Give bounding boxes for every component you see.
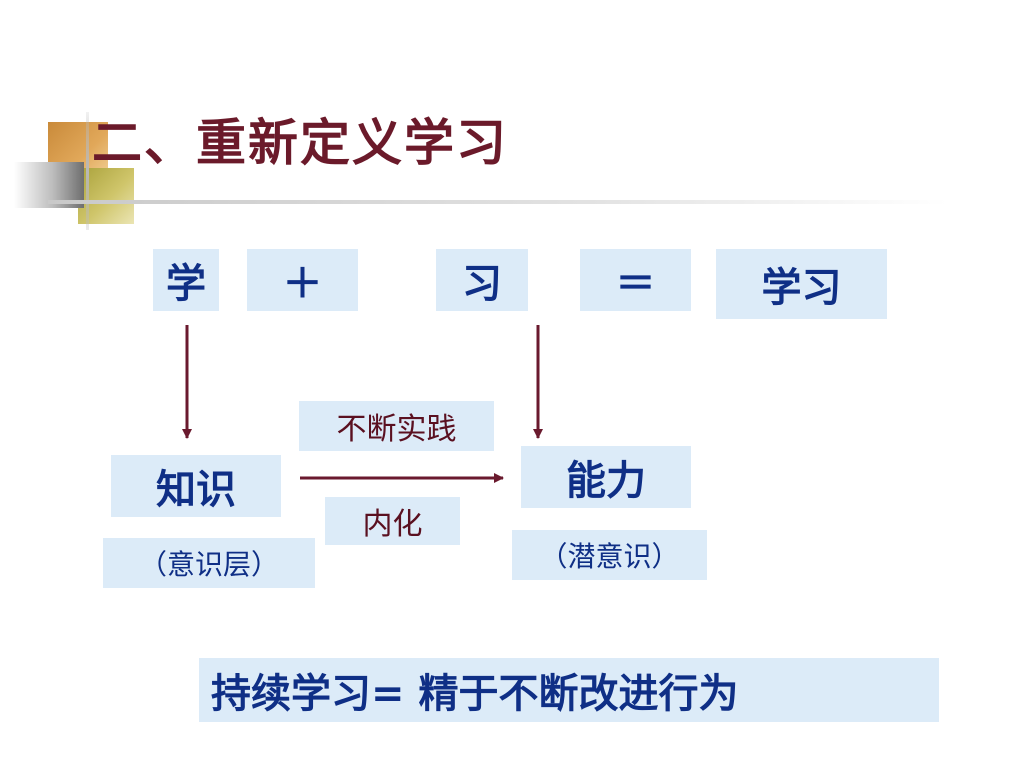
label-practice: 不断实践: [299, 401, 494, 451]
box-xue: 学: [153, 249, 219, 311]
note-subconscious: （潜意识）: [512, 530, 707, 580]
bottom-statement: 持续学习= 精于不断改进行为: [199, 658, 939, 722]
slide-title: 二、重新定义学习: [92, 113, 508, 172]
box-xi: 习: [436, 249, 528, 311]
box-xuexi-result: 学习: [716, 249, 887, 319]
note-conscious: （意识层）: [103, 538, 315, 588]
title-underline: [48, 200, 948, 204]
box-ability: 能力: [521, 446, 691, 508]
box-knowledge: 知识: [111, 455, 281, 517]
box-equals: ＝: [580, 249, 691, 311]
label-internalize: 内化: [325, 497, 460, 545]
decor-vertical-line: [86, 112, 89, 230]
box-plus: ＋: [247, 249, 358, 311]
